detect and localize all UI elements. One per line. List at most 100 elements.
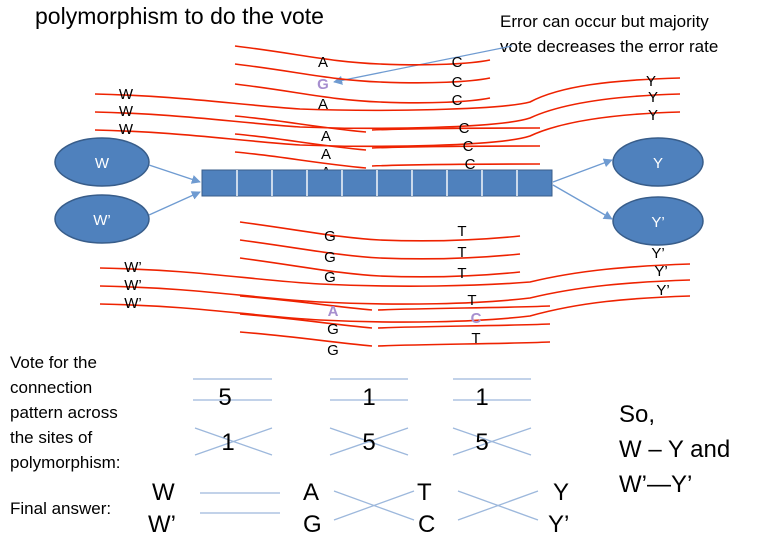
bottom-right-label: Y’ [656,282,669,299]
bottom-site2-base: T [457,244,466,261]
bottom-site1-base: G [324,269,336,286]
final-answer-label: Final answer: [10,499,111,518]
vote-label-line: connection [10,378,92,397]
final-node: G [303,511,322,537]
error-note-line-2: vote decreases the error rate [500,37,718,56]
bottom-left-label: W’ [124,277,142,294]
read-line [377,305,551,311]
arrow [148,191,201,216]
read-line [234,83,491,104]
vote-count: 5 [218,384,231,411]
top-site2-base: C [452,54,463,71]
page-title: polymorphism to do the vote [35,3,324,29]
read-line [239,313,373,329]
read-line [377,323,551,329]
node-y: Y [612,137,704,187]
vote-count: 1 [362,384,375,411]
bottom-site1-base: G [324,249,336,266]
vote-label-line: pattern across [10,403,118,422]
contig-bar [201,169,553,197]
read-line [99,295,691,323]
read-line [239,221,521,242]
error-note-arrow [333,45,513,85]
read-line [239,239,521,260]
vote-count: 1 [221,429,234,456]
top-site1-base-error: G [317,76,329,93]
bottom-site2-base: T [467,292,476,309]
read-line [371,163,541,167]
final-node: Y [553,479,569,506]
arrow [148,164,201,184]
bottom-site1-base: G [327,321,339,338]
bottom-site2-base: T [457,223,466,240]
top-reads [94,45,681,169]
read-line [94,93,681,130]
vote-lines [193,378,532,456]
node-y-prime: Y’ [612,196,704,246]
read-line [234,45,491,66]
final-answer: W W’ A G T C Y Y’ [148,479,569,537]
final-node: T [417,479,432,506]
node-w-prime-label: W’ [93,212,111,229]
read-line [99,279,691,305]
bottom-right-label: Y’ [654,263,667,280]
conclusion-line: W – Y and [619,436,730,463]
read-line [239,331,373,347]
read-line [234,133,367,151]
vote-label-line: the sites of [10,428,92,447]
read-line [371,127,541,131]
node-y-prime-label: Y’ [651,214,664,231]
bottom-right-label: Y’ [651,245,664,262]
read-line [234,115,367,133]
vote-label-line: polymorphism: [10,453,121,472]
bottom-site2-base: T [471,330,480,347]
final-node: W’ [148,511,176,537]
vote-count: 5 [362,429,375,456]
read-line [94,111,681,148]
node-w-prime: W’ [54,194,150,244]
top-right-label: Y [646,73,656,90]
read-line [234,63,491,84]
error-note-line-1: Error can occur but majority [500,12,709,31]
final-node: A [303,479,319,506]
top-site1-base: A [321,146,331,163]
bottom-site1-base: G [324,228,336,245]
vote-label-line: Vote for the [10,353,97,372]
bottom-reads [99,221,691,347]
bottom-left-label: W’ [124,259,142,276]
arrow [552,184,613,220]
node-y-label: Y [653,155,663,172]
top-site2-base: C [459,120,470,137]
read-line [239,295,373,311]
vote-count: 5 [475,429,488,456]
top-site1-base: A [318,54,328,71]
bottom-site2-base: T [457,265,466,282]
read-line [371,145,541,149]
read-line [94,77,681,112]
read-line [377,341,551,347]
node-arrows [148,158,613,220]
top-site2-base: C [465,156,476,173]
vote-count: 1 [475,384,488,411]
bottom-site1-base-error: A [328,303,339,320]
conclusion-line: So, [619,401,655,428]
node-w: W [54,137,150,187]
read-line [239,257,521,278]
top-left-label: W [119,86,134,103]
top-site1-base: A [321,128,331,145]
node-w-label: W [95,155,110,172]
final-node: Y’ [548,511,569,537]
bottom-site2-base-error: C [471,310,482,327]
top-site2-base: C [463,138,474,155]
top-left-label: W [119,103,134,120]
read-line [234,151,367,169]
conclusion-line: W’—Y’ [619,471,692,498]
top-right-label: Y [648,89,658,106]
top-site2-base: C [452,92,463,109]
bottom-site1-base: G [327,342,339,359]
arrow [552,158,613,183]
final-node: C [418,511,435,537]
top-right-label: Y [648,107,658,124]
final-node: W [152,479,175,506]
